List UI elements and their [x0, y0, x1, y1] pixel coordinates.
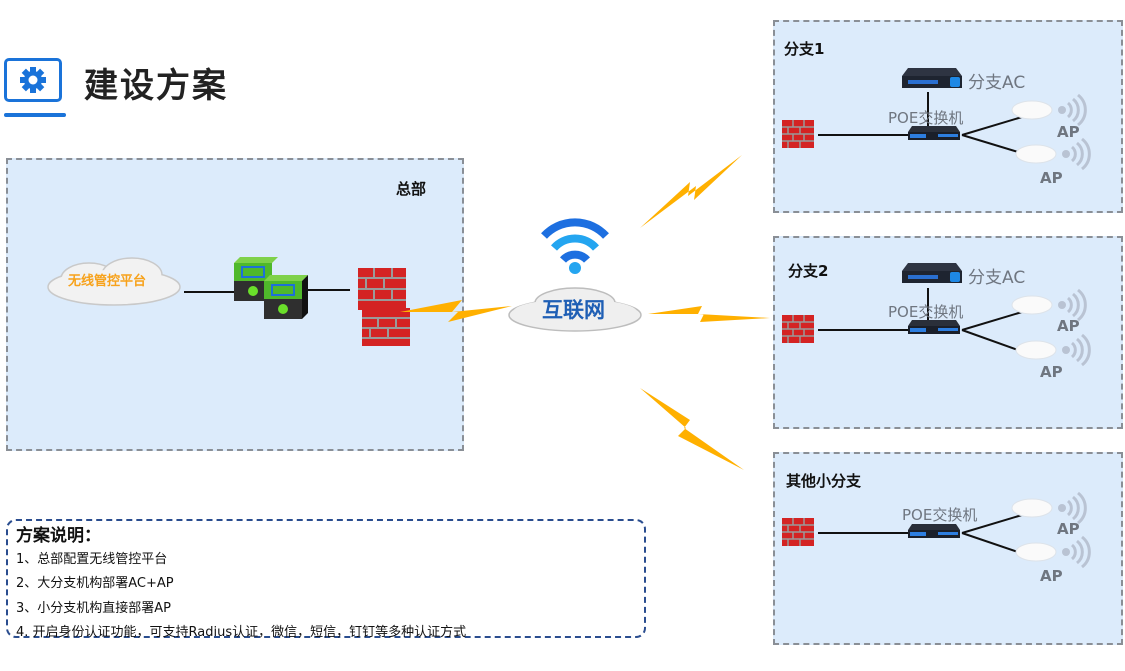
firewall-icon	[358, 268, 410, 346]
branch-2-ap-label-1: AP	[1057, 317, 1080, 335]
branch-1-switch-label: POE交换机	[888, 109, 964, 127]
branch-2-switch-label: POE交换机	[888, 303, 964, 321]
branch-small-switch-label: POE交换机	[902, 506, 978, 524]
core-switch-icon	[234, 257, 308, 319]
platform-label: 无线管控平台	[68, 274, 147, 289]
ac-controller-icon	[902, 263, 962, 283]
bolt-icon	[648, 306, 770, 322]
wifi-icon	[541, 218, 609, 274]
branch-1-label: 分支1	[784, 40, 825, 58]
access-point-icon	[1010, 288, 1087, 322]
gear-icon	[20, 67, 46, 93]
page-title: 建设方案	[84, 66, 228, 106]
bolt-icon	[640, 388, 744, 470]
note-item: 2、大分支机构部署AC+AP	[16, 576, 174, 591]
branch-1-ap-label-2: AP	[1040, 169, 1063, 187]
branch-1-ap-label-1: AP	[1057, 123, 1080, 141]
poe-switch-icon	[908, 320, 960, 334]
firewall-icon	[781, 119, 815, 149]
access-point-icon	[1010, 491, 1087, 525]
note-item: 3、小分支机构直接部署AP	[16, 601, 172, 616]
firewall-icon	[781, 314, 815, 344]
access-point-icon	[1014, 333, 1091, 367]
branch-2-ac-label: 分支AC	[968, 268, 1026, 288]
header-underline	[4, 113, 66, 117]
poe-switch-icon	[908, 126, 960, 140]
branch-small-zone	[773, 452, 1123, 645]
hq-label: 总部	[396, 180, 427, 198]
branch-small-label: 其他小分支	[786, 472, 862, 490]
access-point-icon	[1010, 93, 1087, 127]
branch-1-ac-label: 分支AC	[968, 73, 1026, 93]
bolt-icon	[640, 155, 742, 228]
branch-1-zone	[773, 20, 1123, 213]
note-item: 1、总部配置无线管控平台	[16, 552, 168, 567]
branch-2-ap-label-2: AP	[1040, 363, 1063, 381]
ac-controller-icon	[902, 68, 962, 88]
note-item: 4. 开启身份认证功能，可支持Radius认证，微信，短信，钉钉等多种认证方式	[16, 625, 467, 640]
notes-title: 方案说明：	[16, 526, 101, 546]
internet-cloud-icon	[508, 287, 642, 332]
notes-box	[6, 519, 646, 638]
firewall-icon	[781, 517, 815, 547]
bolt-icon	[400, 300, 512, 322]
poe-switch-icon	[908, 524, 960, 538]
gear-monitor-icon	[4, 58, 62, 102]
branch-small-ap-label-1: AP	[1057, 520, 1080, 538]
branch-2-label: 分支2	[788, 262, 829, 280]
branch-small-ap-label-2: AP	[1040, 567, 1063, 585]
access-point-icon	[1014, 535, 1091, 569]
internet-label: 互联网	[542, 298, 605, 322]
branch-1-diagram	[781, 68, 1091, 171]
platform-cloud-icon	[47, 257, 181, 306]
branch-small-diagram	[781, 491, 1091, 569]
branch-2-diagram	[781, 263, 1091, 367]
access-point-icon	[1014, 137, 1091, 171]
